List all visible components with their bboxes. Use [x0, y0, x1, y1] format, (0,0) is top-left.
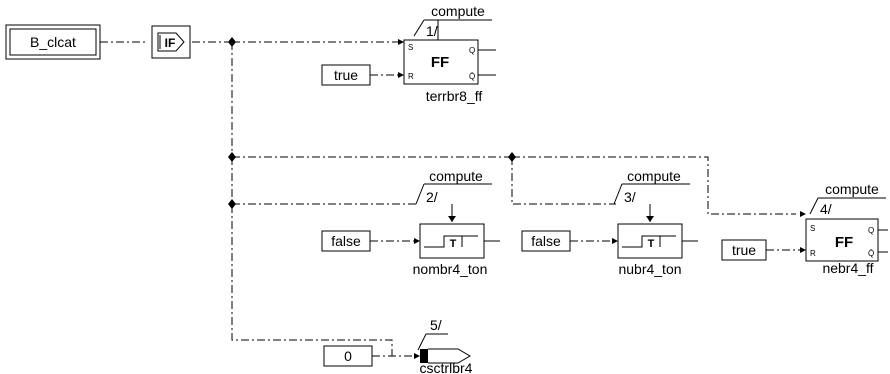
compute-3-title: compute	[627, 168, 681, 184]
if-block[interactable]: IF	[151, 25, 191, 59]
ff2-s-label: S	[810, 224, 815, 233]
ton2-in-arrow	[612, 238, 618, 244]
compute-5: 5/	[417, 317, 448, 351]
input-false-1-box	[321, 230, 371, 252]
ff1-name: terrbr8_ff	[426, 88, 483, 104]
input-zero-box	[323, 345, 373, 367]
output-in-arrow	[414, 353, 420, 359]
output-csctrlbr4[interactable]: csctrlbr4	[414, 348, 473, 374]
ff-block-terrbr8[interactable]: S R FF Q Q̄ terrbr8_ff	[398, 20, 496, 104]
ff1-qbar-label: Q̄	[469, 72, 475, 81]
compute-1-slash	[413, 19, 425, 37]
input-true-2[interactable]: true	[721, 239, 767, 261]
ff2-frame	[805, 218, 879, 262]
ff2-r-arrow	[800, 247, 806, 253]
ton1-in-arrow	[414, 238, 420, 244]
wire-trunk-lower	[231, 157, 393, 356]
input-false-1-label: false	[331, 233, 361, 249]
compute-1: compute 1/	[413, 3, 492, 39]
compute-1-seq: 1/	[426, 23, 438, 39]
wire-to-compute3	[511, 157, 616, 205]
compute-3-arrow-icon	[646, 216, 654, 222]
ton1-pulse-icon	[424, 235, 463, 248]
ton-block-nubr4[interactable]: T nubr4_ton	[612, 223, 698, 277]
input-zero[interactable]: 0	[323, 345, 373, 367]
compute-3: compute 3/	[613, 168, 690, 222]
ton2-name: nubr4_ton	[618, 261, 681, 277]
input-false-2-label: false	[531, 233, 561, 249]
ff1-s-label: S	[408, 43, 413, 52]
compute-1-title: compute	[431, 3, 485, 19]
ff1-frame	[403, 39, 479, 85]
junction-dot	[228, 37, 236, 47]
output-plug-icon	[420, 349, 428, 363]
wire-row2-to-ff2	[512, 156, 796, 215]
input-false-2[interactable]: false	[521, 230, 571, 252]
junction-dot	[228, 199, 236, 209]
ff2-s-arrow	[800, 211, 806, 217]
compute-2-title: compute	[429, 168, 483, 184]
ff2-r-label: R	[810, 249, 816, 258]
junction-dot	[508, 152, 516, 162]
junction-dot	[228, 152, 236, 162]
input-true-1[interactable]: true	[321, 64, 371, 86]
compute-4-seq: 4/	[820, 201, 832, 217]
input-b-clcat-label: B_clcat	[30, 34, 76, 50]
compute-3-seq: 3/	[624, 189, 636, 205]
output-name: csctrlbr4	[420, 360, 473, 374]
input-b-clcat-inner	[9, 28, 97, 56]
ton2-frame	[617, 223, 683, 259]
input-false-1[interactable]: false	[321, 230, 371, 252]
compute-5-slash	[417, 333, 427, 351]
compute-4-slash	[809, 197, 819, 215]
if-arrow-icon	[157, 32, 185, 52]
ff2-qbar-label: Q̄	[868, 249, 874, 258]
ton1-frame	[419, 223, 485, 259]
ff1-q-label: Q	[469, 46, 475, 55]
output-arrow-icon	[428, 348, 471, 364]
ton1-name: nombr4_ton	[413, 261, 488, 277]
input-true-2-label: true	[732, 242, 756, 258]
compute-3-slash	[613, 183, 623, 205]
compute-2: compute 2/	[415, 168, 492, 222]
ton-block-nombr4[interactable]: T nombr4_ton	[413, 223, 500, 277]
input-true-2-box	[721, 239, 767, 261]
compute-4: compute 4/	[809, 181, 886, 217]
input-true-1-label: true	[334, 67, 358, 83]
input-zero-label: 0	[344, 348, 352, 364]
ff1-r-label: R	[408, 72, 414, 81]
ff2-q-label: Q	[868, 226, 874, 235]
compute-4-title: compute	[825, 181, 879, 197]
ton2-t-glyph: T	[648, 238, 655, 250]
ff1-s-arrow	[398, 39, 404, 45]
input-b-clcat[interactable]: B_clcat	[5, 24, 101, 60]
ton2-pulse-icon	[622, 235, 661, 248]
compute-2-slash	[415, 183, 425, 205]
ff2-label: FF	[835, 234, 853, 251]
compute-2-arrow-icon	[448, 216, 456, 222]
signal-wires	[100, 41, 800, 357]
ff-block-nebr4[interactable]: S R FF Q Q̄ nebr4_ff	[800, 211, 888, 276]
ff1-label: FF	[431, 54, 449, 71]
compute-5-seq: 5/	[430, 317, 442, 333]
ton1-t-glyph: T	[450, 238, 457, 250]
compute-2-seq: 2/	[426, 189, 438, 205]
if-block-frame	[151, 25, 191, 59]
if-block-label: IF	[165, 36, 176, 50]
ff1-r-arrow	[398, 72, 404, 78]
ff2-name: nebr4_ff	[822, 260, 873, 276]
input-true-1-box	[321, 64, 371, 86]
junction-dots	[228, 37, 516, 209]
input-false-2-box	[521, 230, 571, 252]
